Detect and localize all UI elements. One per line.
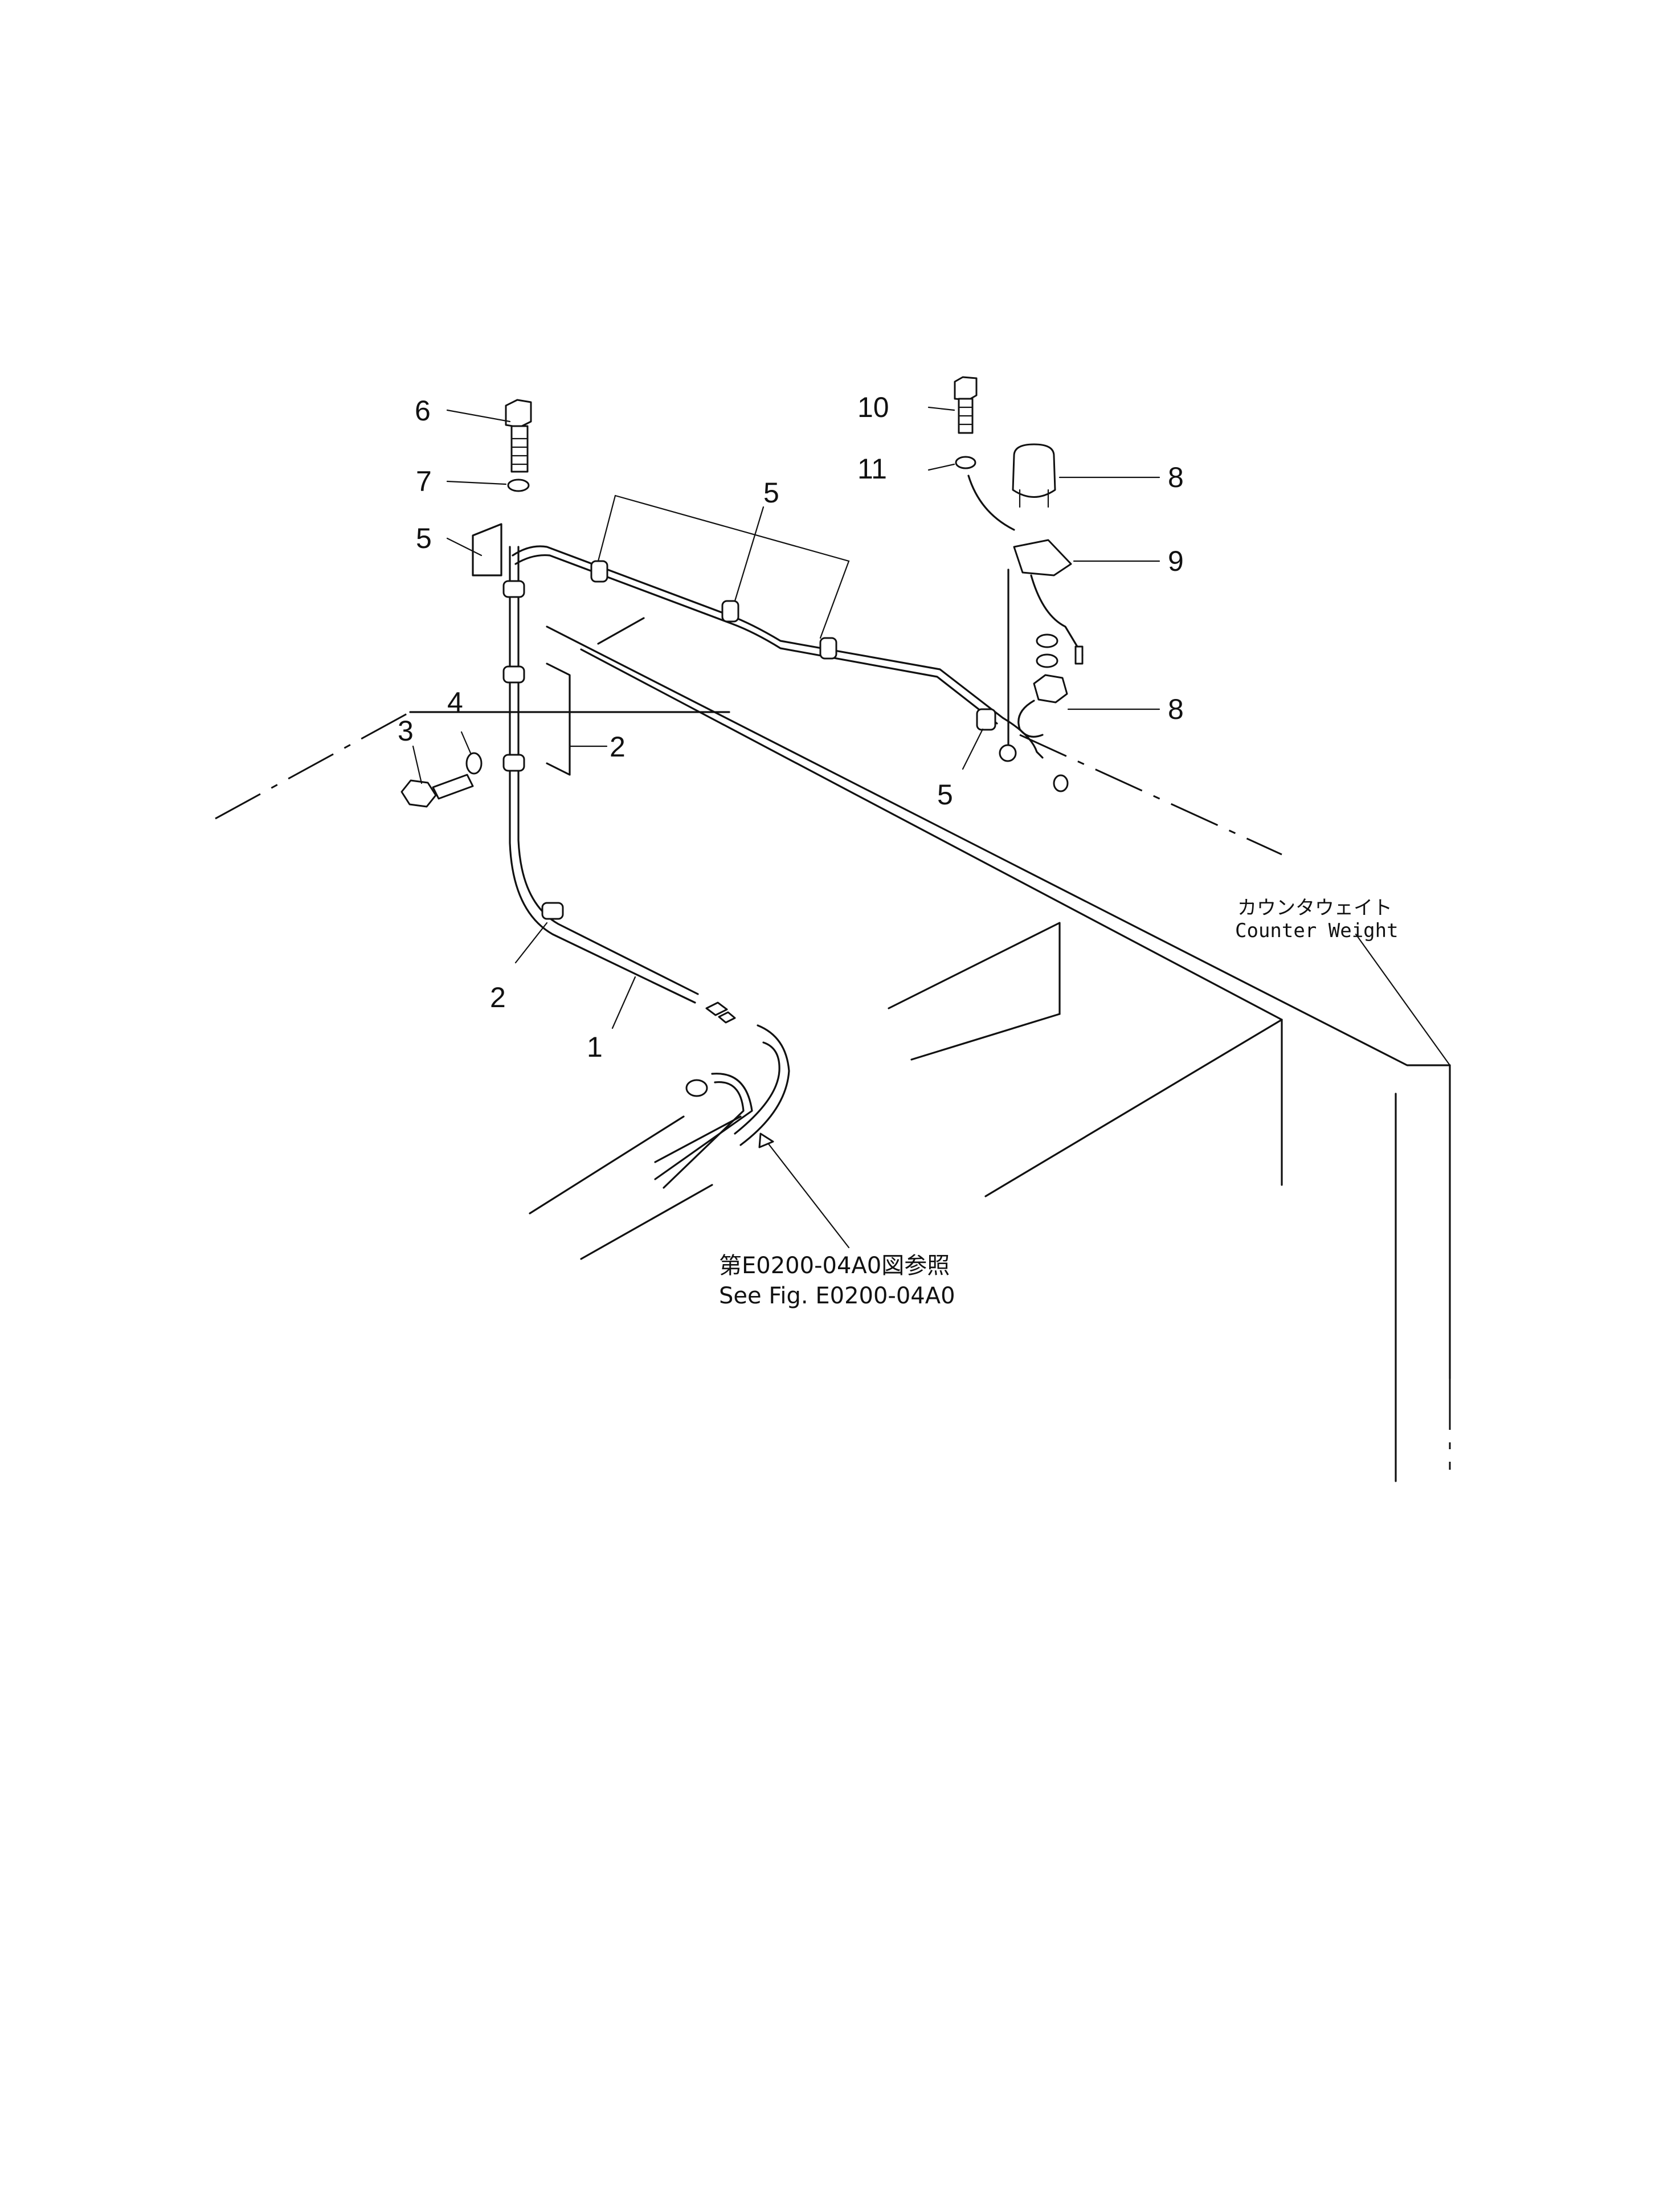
- counter-weight-label-jp: カウンタウェイト: [1237, 897, 1392, 919]
- washer-11: [955, 456, 976, 469]
- bolt-6: [505, 399, 532, 473]
- see-fig-label-jp: 第E0200-04A0図参照: [719, 1253, 950, 1279]
- bolt-10: [954, 376, 978, 434]
- callout-5-left: 5: [416, 522, 432, 554]
- callout-3: 3: [398, 715, 414, 747]
- callout-5-top: 5: [763, 477, 779, 509]
- see-fig-label-en: See Fig. E0200-04A0: [719, 1283, 955, 1309]
- clamps-vertical: [502, 580, 571, 920]
- callout-11: 11: [857, 453, 887, 485]
- callout-5-bottom: 5: [937, 779, 953, 811]
- counterweight-body: [215, 617, 1451, 1482]
- callout-8-lower: 8: [1168, 693, 1184, 725]
- clamps-horizontal: [472, 494, 996, 731]
- horn-8-lower: [999, 633, 1084, 792]
- leader-lines: [412, 406, 1451, 1249]
- callout-numbers: 1 2 2 3 4 5 5 5 6 7 8 8 9 10 11: [398, 391, 1184, 1063]
- wiring-harness: [509, 545, 1044, 1189]
- callout-10: 10: [857, 391, 889, 423]
- callout-1: 1: [587, 1031, 603, 1063]
- bolt-3: [400, 774, 474, 808]
- washer-4: [465, 752, 483, 775]
- notes: カウンタウェイト Counter Weight 第E0200-04A0図参照 S…: [719, 897, 1399, 1309]
- callout-2-lower: 2: [490, 982, 506, 1013]
- horn-8-upper: [967, 443, 1056, 531]
- callout-7: 7: [416, 465, 432, 497]
- callout-4: 4: [447, 686, 463, 718]
- callout-8-upper: 8: [1168, 461, 1184, 493]
- callout-2-right: 2: [610, 731, 626, 763]
- callout-9: 9: [1168, 545, 1184, 577]
- bracket-9: [1007, 539, 1084, 753]
- counter-weight-label-en: Counter Weight: [1235, 919, 1399, 942]
- washer-7: [507, 479, 530, 492]
- callout-6: 6: [415, 395, 431, 427]
